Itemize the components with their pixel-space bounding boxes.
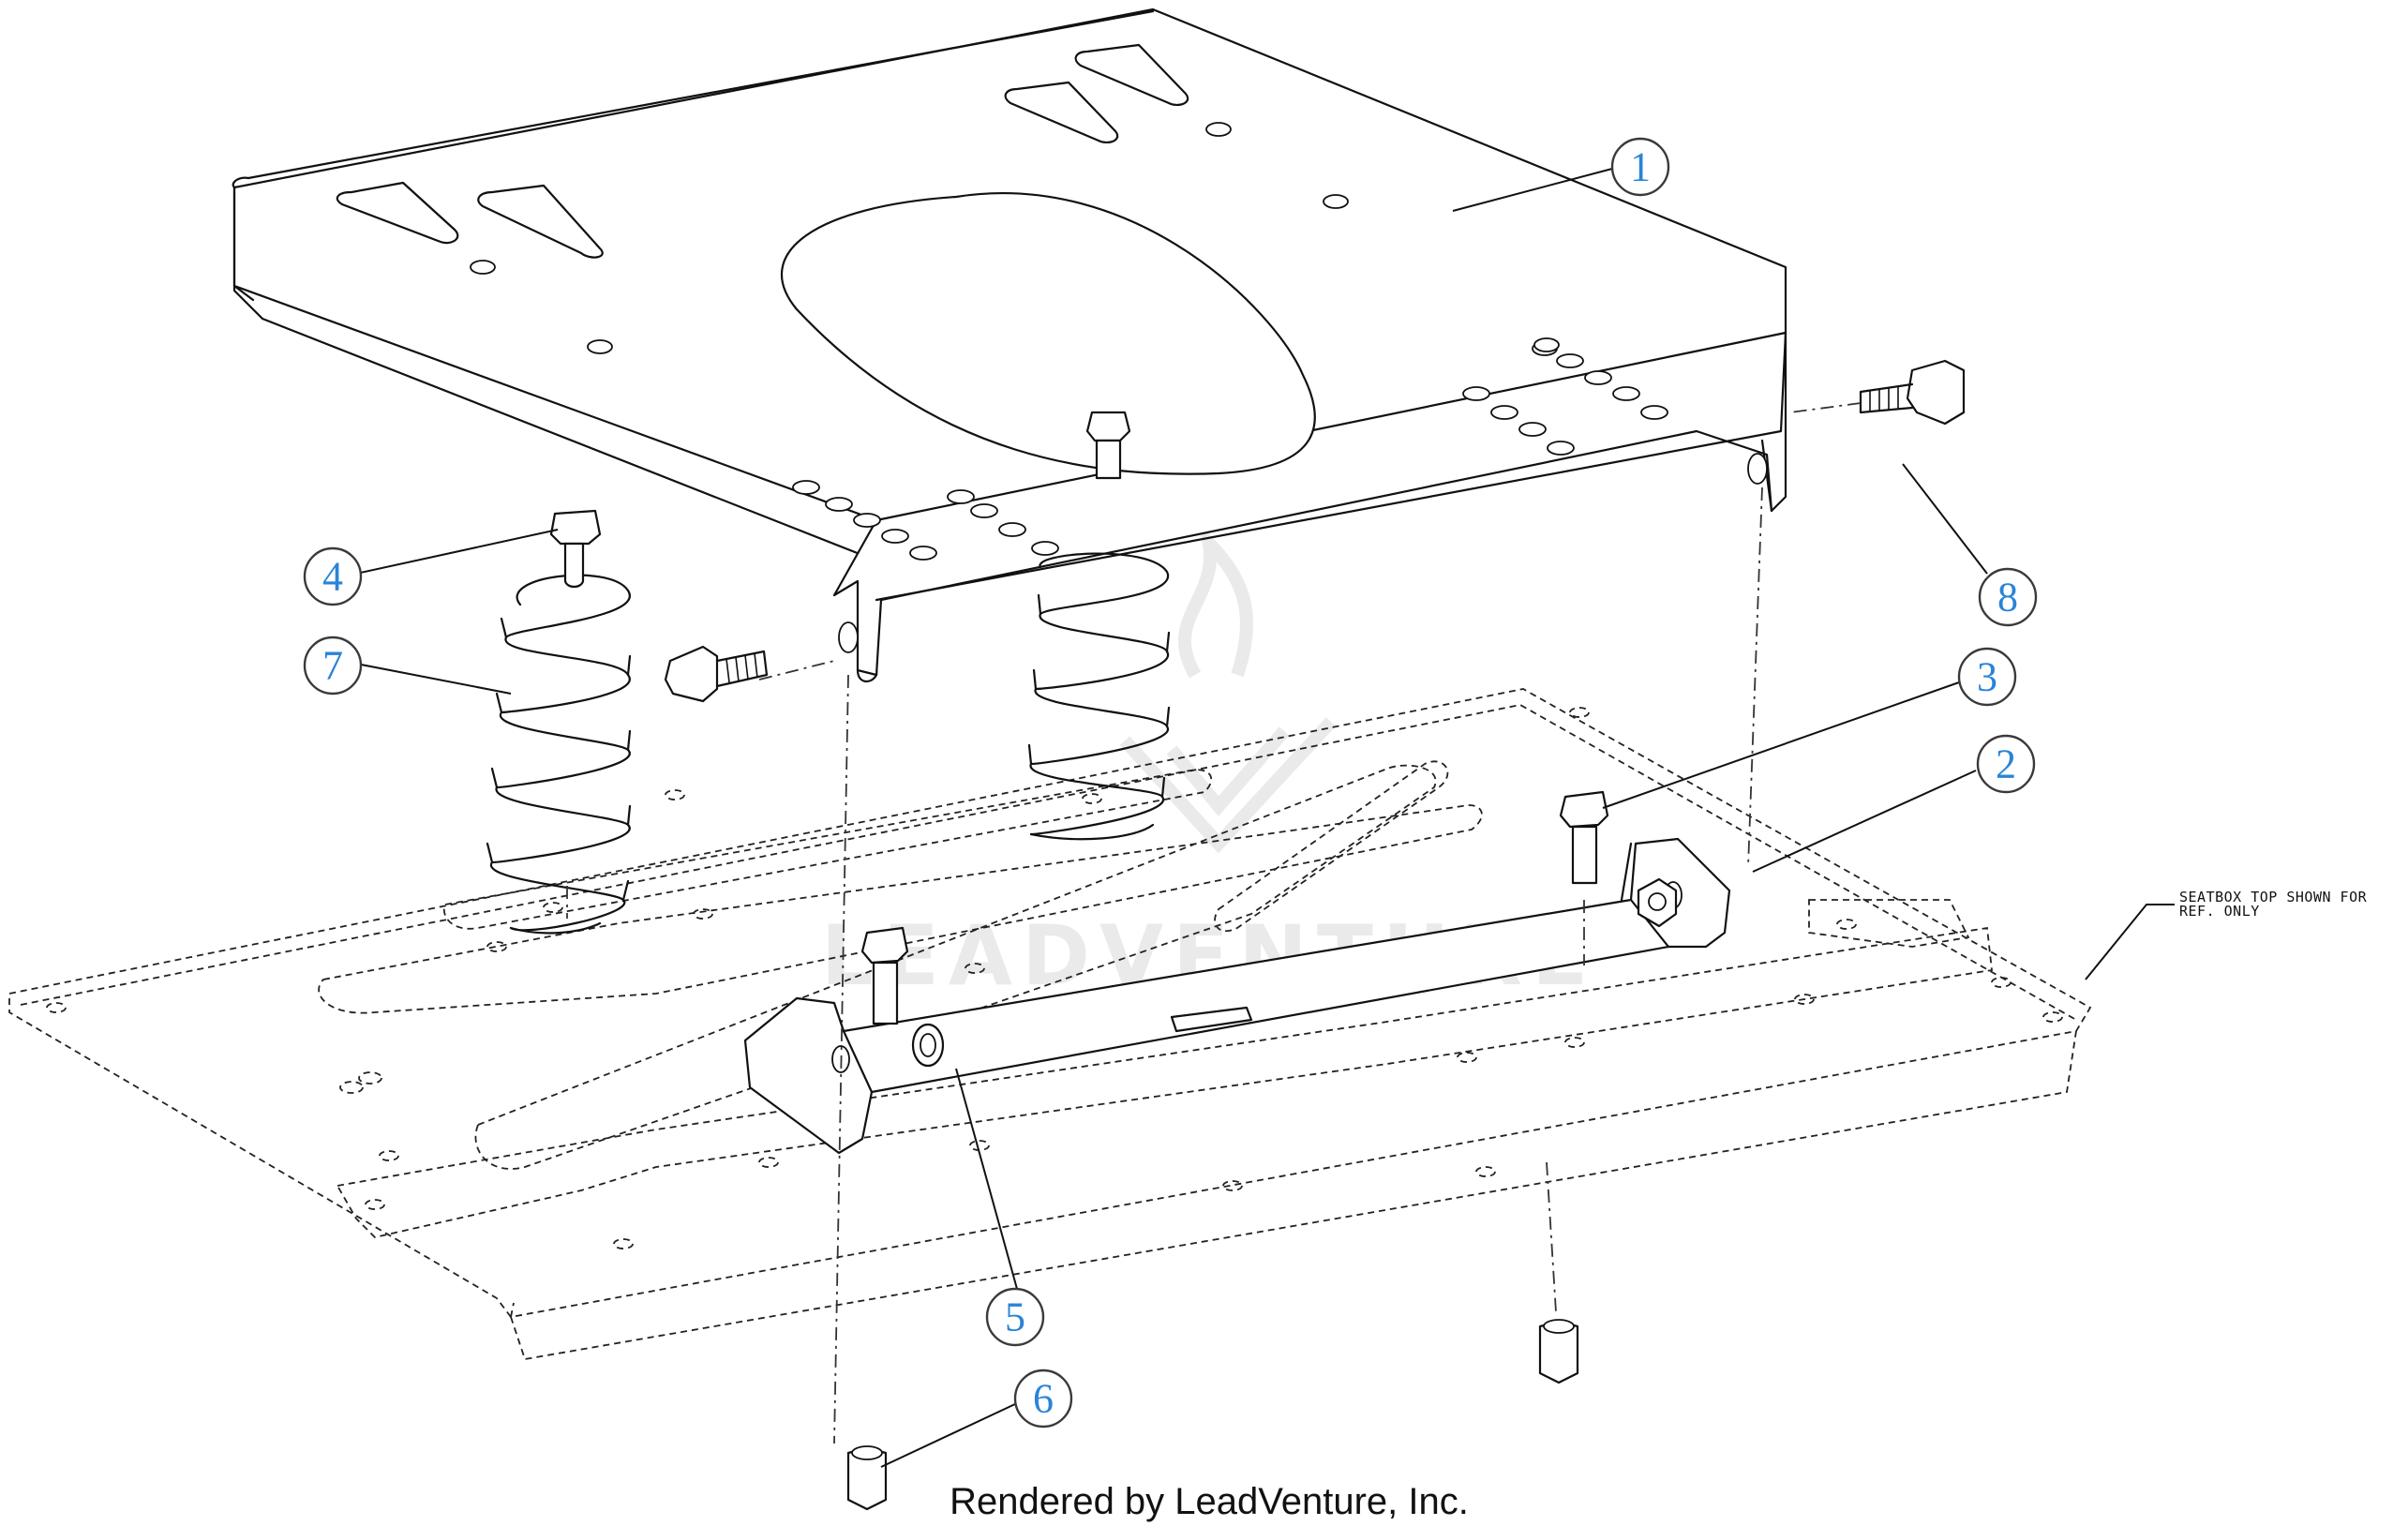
callout-7[interactable]: 7 <box>303 636 363 696</box>
part-6-spacer-right <box>1538 1319 1579 1384</box>
part-5-bushing <box>911 1023 945 1068</box>
part-6-spacer-left <box>846 1445 888 1511</box>
svg-text:7: 7 <box>322 643 343 689</box>
callout-3[interactable]: 3 <box>1957 647 2017 707</box>
part-8-bolt <box>1859 359 1966 426</box>
part-3-bolt-left <box>860 926 909 1025</box>
callout-1[interactable]: 1 <box>1610 137 1670 197</box>
part-2-bracket <box>743 837 1731 1155</box>
part-3-bolt-right <box>1559 790 1609 885</box>
callout-5[interactable]: 5 <box>985 1287 1045 1347</box>
callout-6[interactable]: 6 <box>1013 1369 1073 1429</box>
callout-2[interactable]: 2 <box>1976 734 2036 794</box>
svg-text:3: 3 <box>1977 654 1997 700</box>
svg-text:6: 6 <box>1033 1376 1054 1422</box>
part-1-seat-plate <box>232 7 1787 682</box>
svg-text:5: 5 <box>1005 1294 1025 1340</box>
note-line-1: SEATBOX TOP SHOWN FOR <box>2179 889 2368 905</box>
part-4-bolt <box>549 509 602 589</box>
callout-4[interactable]: 4 <box>303 546 363 606</box>
svg-text:1: 1 <box>1630 144 1651 190</box>
footer-credit: Rendered by LeadVenture, Inc. <box>950 1481 1469 1522</box>
svg-text:4: 4 <box>322 554 343 600</box>
part-7-spring-right <box>1027 552 1171 841</box>
part-7-spring-left <box>486 574 632 935</box>
seatbox-reference-note: SEATBOX TOP SHOWN FOR REF. ONLY <box>2179 889 2368 920</box>
callout-leaders <box>355 168 2175 1468</box>
note-line-2: REF. ONLY <box>2179 903 2260 920</box>
part-3-nut <box>1637 877 1678 928</box>
callout-8[interactable]: 8 <box>1978 567 2038 627</box>
part-8-bolt-left <box>664 645 769 703</box>
seatbox-top-reference <box>8 688 2092 1361</box>
svg-text:8: 8 <box>1997 575 2018 621</box>
svg-text:2: 2 <box>1996 741 2016 787</box>
assembly-center-lines <box>566 402 1862 1444</box>
